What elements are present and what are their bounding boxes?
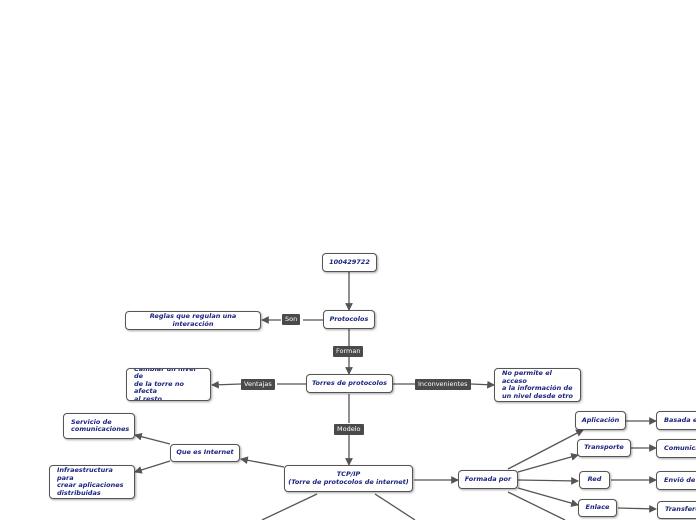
node-root-id[interactable]: 100429722 <box>322 253 377 272</box>
edge-quees-infra <box>134 460 171 474</box>
edge-formada-red <box>517 476 579 485</box>
label-forman: Forman <box>333 346 364 357</box>
edge-tcpip-quees <box>240 456 285 468</box>
edge-ventajas-cambiar <box>211 380 242 389</box>
node-tcpip[interactable]: TCP/IP (Torre de protocolos de internet) <box>284 465 413 492</box>
node-transporte[interactable]: Transporte <box>577 439 631 457</box>
node-aplicacion[interactable]: Aplicación <box>575 411 626 430</box>
edge-enlace-transfere <box>617 504 657 513</box>
node-reglas[interactable]: Reglas que regulan una interacción <box>125 311 261 330</box>
node-torres[interactable]: Torres de protocolos <box>306 374 393 393</box>
edge-formada-enlace <box>517 487 579 507</box>
node-basada[interactable]: Basada e <box>656 411 696 430</box>
node-no-permite[interactable]: No permite el acceso a la información de… <box>494 368 581 402</box>
node-envio[interactable]: Envió de p <box>656 471 696 490</box>
node-enlace[interactable]: Enlace <box>578 499 617 517</box>
edge-quees-servicio <box>134 432 171 445</box>
node-servicio[interactable]: Servicio de comunicaciones <box>63 413 135 439</box>
edge-formada-aplicacion <box>507 429 584 470</box>
label-modelo: Modelo <box>334 424 364 435</box>
label-inconvenientes: Inconvenientes <box>415 379 471 390</box>
node-transfere[interactable]: Transfere <box>657 501 696 519</box>
node-que-es-internet[interactable]: Que es Internet <box>170 444 240 462</box>
node-cambiar[interactable]: Cambiar un nivel de de la torre no afect… <box>126 368 211 401</box>
label-ventajas: Ventajas <box>241 379 275 390</box>
edge-formada-transporte <box>517 453 579 473</box>
node-protocolos[interactable]: Protocolos <box>323 310 375 329</box>
node-infraestructura[interactable]: Infraestructura para crear aplicaciones … <box>49 465 135 499</box>
node-comunica[interactable]: Comunica <box>656 439 696 458</box>
node-red[interactable]: Red <box>579 471 610 489</box>
label-son: Son <box>282 314 301 325</box>
edge-tcpip-down-left <box>261 493 318 520</box>
edge-tcpip-down-right <box>374 493 416 520</box>
edge-inconvenientes-nopermite <box>470 380 495 389</box>
edge-formada-extra <box>507 491 566 520</box>
node-formada-por[interactable]: Formada por <box>458 470 518 489</box>
